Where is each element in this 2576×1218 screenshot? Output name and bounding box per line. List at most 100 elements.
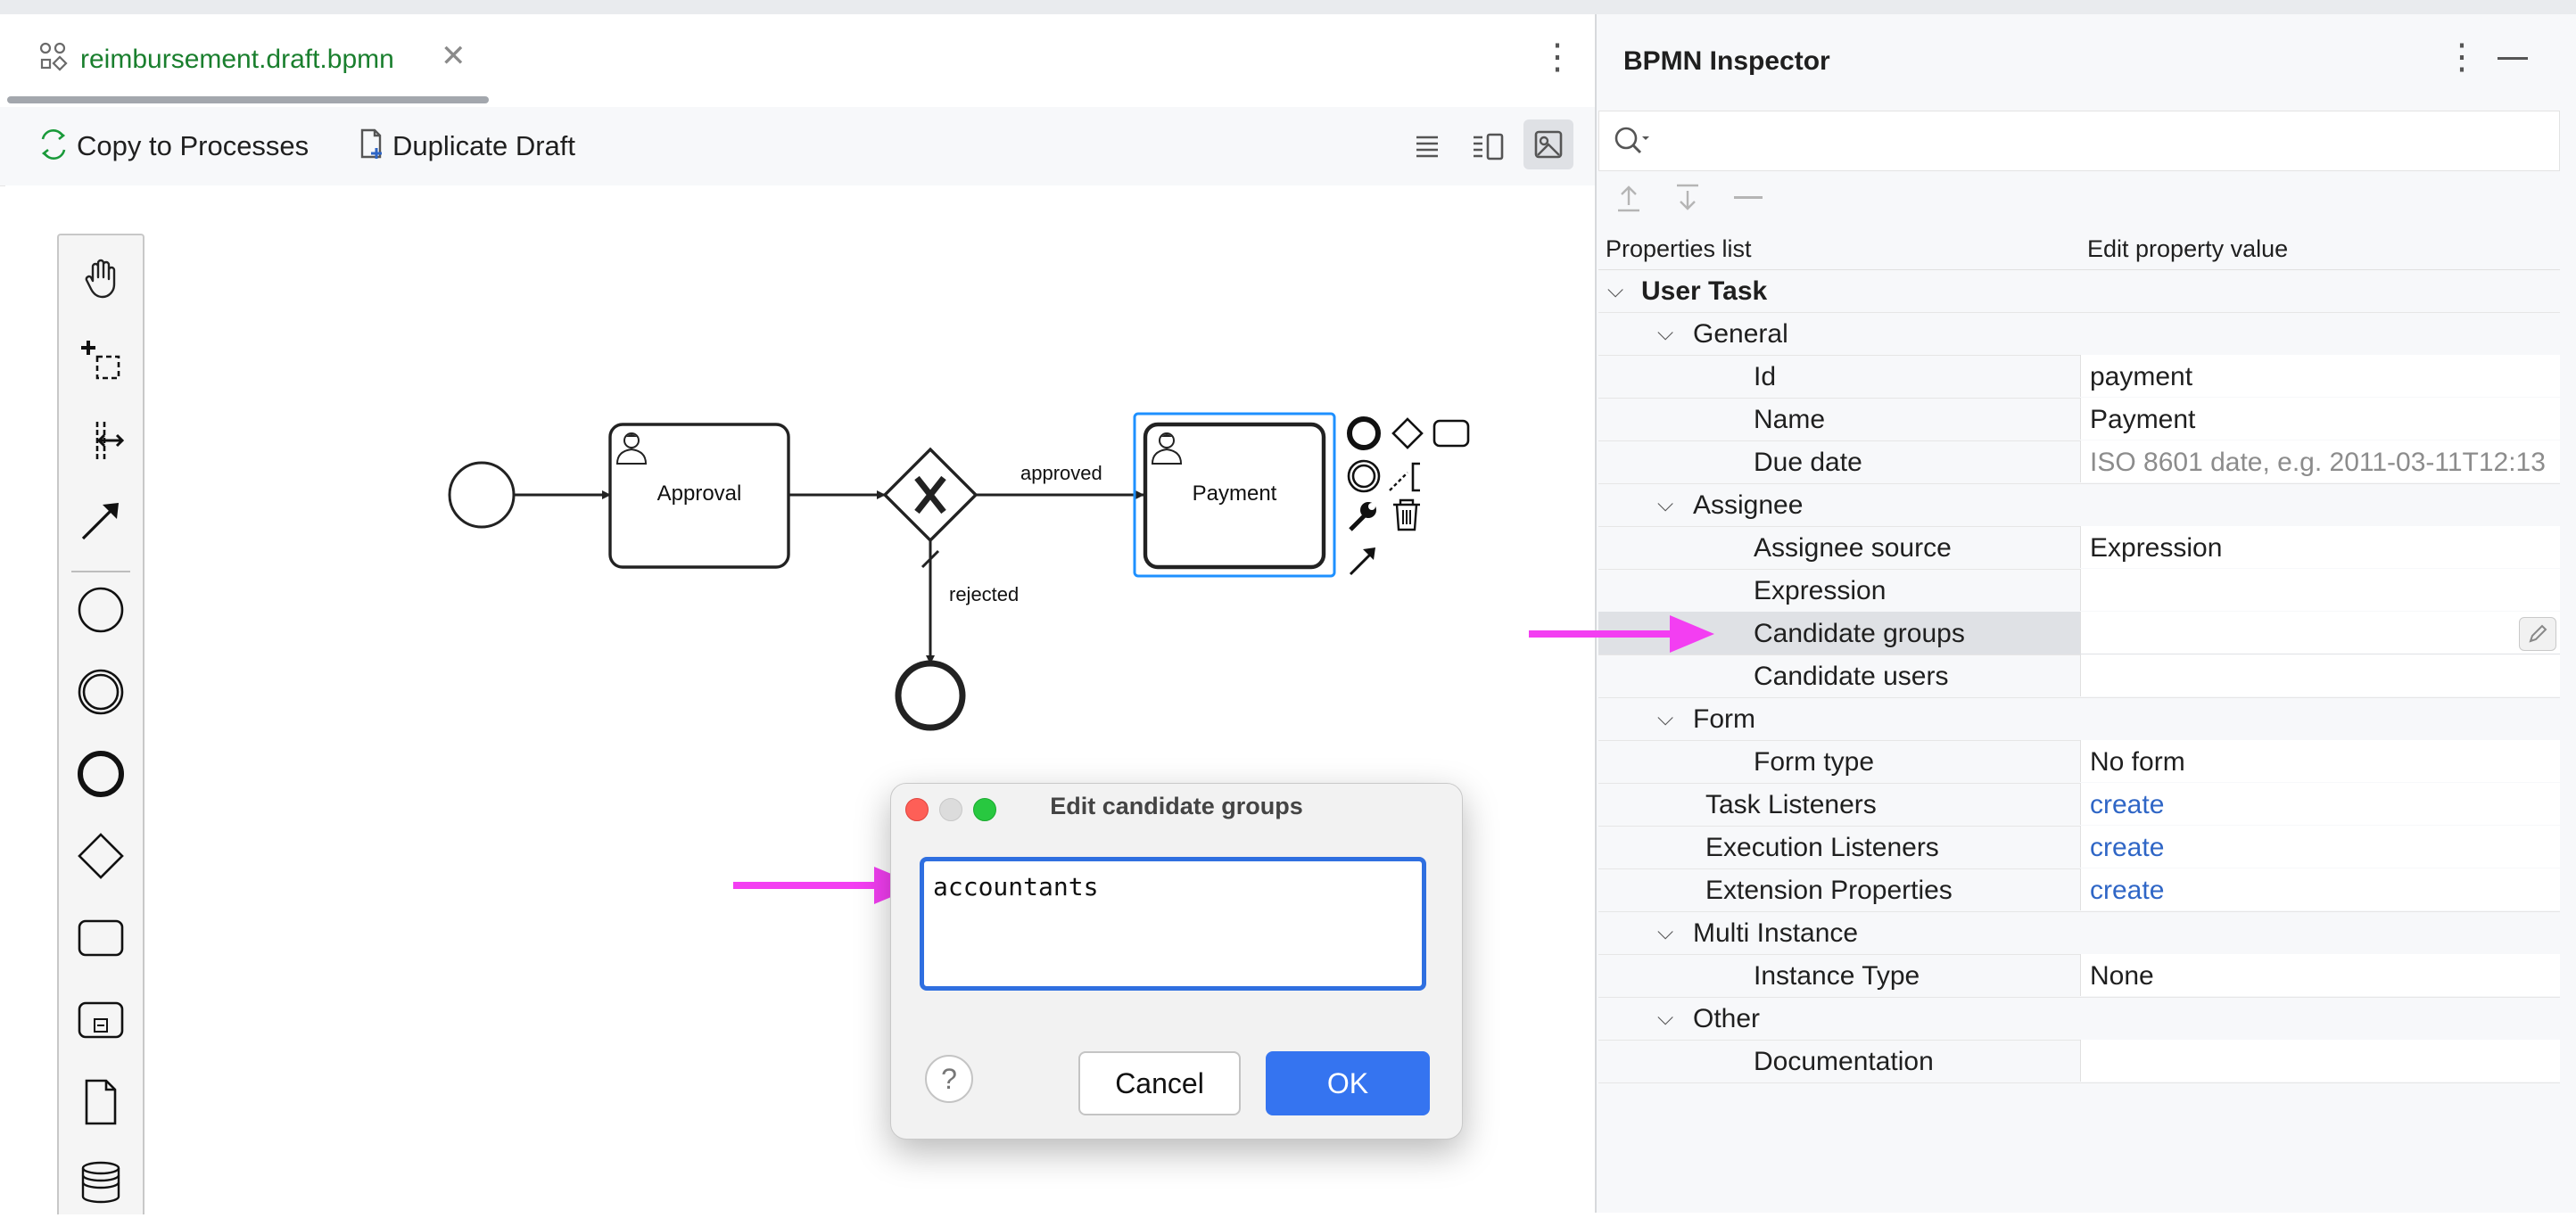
space-tool-icon[interactable] bbox=[59, 405, 143, 476]
expand-all-icon[interactable] bbox=[1613, 182, 1645, 218]
exclusive-gateway[interactable] bbox=[882, 447, 978, 543]
append-intermediate-event-icon[interactable] bbox=[1347, 459, 1381, 493]
prop-name: Expression bbox=[1754, 576, 1887, 605]
copy-to-processes-button[interactable]: Copy to Processes bbox=[36, 125, 309, 168]
annotation-icon[interactable] bbox=[1389, 462, 1420, 492]
prop-name: Form bbox=[1693, 704, 1755, 734]
diagram-view-icon[interactable] bbox=[1523, 119, 1573, 169]
bpmn-file-icon bbox=[37, 41, 68, 76]
text-view-icon[interactable] bbox=[1408, 127, 1447, 170]
prop-value[interactable]: No form bbox=[2080, 740, 2560, 782]
tool-palette bbox=[57, 234, 144, 1214]
start-event-tool-icon[interactable] bbox=[59, 574, 143, 646]
collapse-all-icon[interactable] bbox=[1672, 182, 1704, 218]
chevron-down-icon[interactable]: ⌵ bbox=[1657, 321, 1674, 345]
edit-pencil-icon[interactable] bbox=[2519, 617, 2556, 651]
connect-arrow-icon[interactable] bbox=[1349, 547, 1375, 576]
lasso-tool-icon[interactable] bbox=[59, 325, 143, 396]
remove-icon[interactable] bbox=[1734, 196, 1763, 199]
prop-value[interactable] bbox=[2080, 569, 2560, 611]
prop-row-multi-instance[interactable]: ⌵ Multi Instance bbox=[1598, 911, 2560, 955]
prop-row-instance-type[interactable]: Instance Type None bbox=[1598, 954, 2560, 998]
prop-row-general[interactable]: ⌵ General bbox=[1598, 312, 2560, 356]
minimize-panel-icon[interactable] bbox=[2498, 57, 2528, 60]
append-gateway-icon[interactable] bbox=[1391, 417, 1424, 449]
candidate-groups-textarea[interactable]: accountants bbox=[920, 857, 1426, 991]
data-store-tool-icon[interactable] bbox=[59, 1147, 143, 1218]
prop-row-execution-listeners[interactable]: Execution Listeners create bbox=[1598, 826, 2560, 869]
prop-value[interactable] bbox=[2080, 612, 2560, 654]
prop-name: General bbox=[1693, 319, 1788, 349]
prop-row-documentation[interactable]: Documentation bbox=[1598, 1040, 2560, 1083]
search-icon bbox=[1612, 124, 1651, 164]
prop-row-candidate-groups[interactable]: Candidate groups bbox=[1598, 612, 2560, 655]
chevron-down-icon[interactable]: ⌵ bbox=[1657, 1006, 1674, 1030]
inspector-more-icon[interactable]: ⋮ bbox=[2444, 37, 2480, 77]
approval-task-label: Approval bbox=[656, 481, 742, 506]
help-button[interactable]: ? bbox=[925, 1055, 973, 1103]
prop-row-assignee-source[interactable]: Assignee source Expression bbox=[1598, 526, 2560, 570]
tab-title: reimbursement.draft.bpmn bbox=[80, 45, 394, 74]
prop-value[interactable]: Payment bbox=[2080, 398, 2560, 440]
prop-name: Instance Type bbox=[1754, 961, 1920, 991]
prop-row-id[interactable]: Id payment bbox=[1598, 355, 2560, 399]
duplicate-file-icon bbox=[353, 127, 389, 167]
end-event-tool-icon[interactable] bbox=[59, 738, 143, 810]
subprocess-tool-icon[interactable] bbox=[59, 984, 143, 1056]
minimize-window-button[interactable] bbox=[939, 798, 962, 821]
prop-row-assignee[interactable]: ⌵ Assignee bbox=[1598, 483, 2560, 527]
prop-row-form[interactable]: ⌵ Form bbox=[1598, 697, 2560, 741]
prop-row-extension-properties[interactable]: Extension Properties create bbox=[1598, 868, 2560, 912]
prop-value-placeholder[interactable]: ISO 8601 date, e.g. 2011-03-11T12:13 bbox=[2080, 440, 2560, 482]
editor-tab[interactable]: reimbursement.draft.bpmn ✕ bbox=[7, 14, 489, 107]
trash-icon[interactable] bbox=[1393, 498, 1420, 531]
split-view-icon[interactable] bbox=[1468, 127, 1507, 170]
ok-button[interactable]: OK bbox=[1266, 1051, 1430, 1115]
chevron-down-icon[interactable]: ⌵ bbox=[1607, 278, 1624, 302]
start-event[interactable] bbox=[448, 461, 516, 529]
prop-row-form-type[interactable]: Form type No form bbox=[1598, 740, 2560, 784]
cancel-button[interactable]: Cancel bbox=[1078, 1051, 1241, 1115]
gateway-tool-icon[interactable] bbox=[59, 820, 143, 892]
end-event[interactable] bbox=[895, 660, 966, 731]
close-icon[interactable]: ✕ bbox=[441, 39, 466, 73]
duplicate-draft-label: Duplicate Draft bbox=[392, 130, 576, 161]
prop-row-due-date[interactable]: Due date ISO 8601 date, e.g. 2011-03-11T… bbox=[1598, 440, 2560, 484]
panel-divider[interactable] bbox=[1595, 14, 1597, 1213]
prop-value[interactable]: payment bbox=[2080, 355, 2560, 397]
approved-flow-label: approved bbox=[1020, 462, 1102, 484]
chevron-down-icon[interactable]: ⌵ bbox=[1657, 920, 1674, 944]
create-link[interactable]: create bbox=[2080, 783, 2560, 825]
chevron-down-icon[interactable]: ⌵ bbox=[1657, 706, 1674, 730]
zoom-window-button[interactable] bbox=[973, 798, 996, 821]
connect-tool-icon[interactable] bbox=[59, 485, 143, 556]
prop-value[interactable]: None bbox=[2080, 954, 2560, 996]
wrench-icon[interactable] bbox=[1349, 502, 1376, 531]
hand-tool-icon[interactable] bbox=[59, 243, 143, 314]
prop-row-candidate-users[interactable]: Candidate users bbox=[1598, 654, 2560, 698]
close-window-button[interactable] bbox=[905, 798, 929, 821]
prop-row-other[interactable]: ⌵ Other bbox=[1598, 997, 2560, 1041]
prop-name: Id bbox=[1754, 362, 1777, 391]
append-end-event-icon[interactable] bbox=[1347, 416, 1381, 450]
editor-more-icon[interactable]: ⋮ bbox=[1540, 37, 1575, 77]
prop-value[interactable]: Expression bbox=[2080, 526, 2560, 568]
intermediate-event-tool-icon[interactable] bbox=[59, 656, 143, 728]
prop-row-expression[interactable]: Expression bbox=[1598, 569, 2560, 613]
prop-value[interactable] bbox=[2080, 654, 2560, 696]
prop-row-user-task[interactable]: ⌵ User Task bbox=[1598, 269, 2560, 313]
create-link[interactable]: create bbox=[2080, 826, 2560, 868]
property-search-input[interactable] bbox=[1598, 111, 2560, 171]
data-object-tool-icon[interactable] bbox=[59, 1066, 143, 1138]
chevron-down-icon[interactable]: ⌵ bbox=[1657, 492, 1674, 516]
append-task-icon[interactable] bbox=[1432, 419, 1470, 448]
prop-row-name[interactable]: Name Payment bbox=[1598, 398, 2560, 441]
create-link[interactable]: create bbox=[2080, 868, 2560, 910]
payment-task-selection[interactable] bbox=[1133, 412, 1336, 578]
prop-row-task-listeners[interactable]: Task Listeners create bbox=[1598, 783, 2560, 827]
prop-name: Candidate groups bbox=[1754, 619, 1965, 648]
palette-separator bbox=[71, 571, 130, 572]
duplicate-draft-button[interactable]: Duplicate Draft bbox=[353, 125, 575, 168]
prop-value[interactable] bbox=[2080, 1040, 2560, 1082]
task-tool-icon[interactable] bbox=[59, 902, 143, 974]
